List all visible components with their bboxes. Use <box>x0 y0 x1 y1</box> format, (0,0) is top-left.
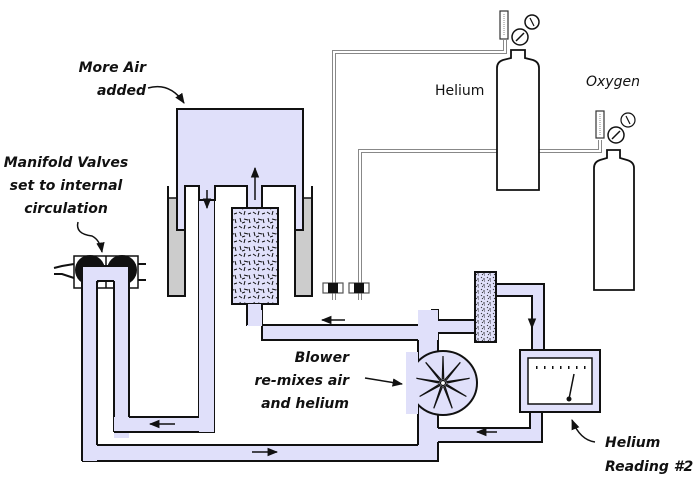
label-blower: Blower re-mixes air and helium <box>255 350 351 412</box>
label-oxygen-tank: Oxygen <box>586 74 640 90</box>
meter-tick <box>568 366 570 369</box>
label-manifold-line2: set to internal <box>10 178 123 194</box>
blower-vane <box>425 361 442 382</box>
callout-arrows <box>76 85 596 443</box>
blower-vane <box>416 377 440 384</box>
meter-tick <box>576 366 578 369</box>
label-more-air-line1: More Air <box>79 60 147 76</box>
spirometer-bell <box>167 108 313 297</box>
meter-tick <box>552 366 554 369</box>
gas-valves <box>322 282 370 294</box>
blower-vane <box>446 377 470 384</box>
helium-supply-line <box>332 40 507 300</box>
blower-vane <box>442 385 453 409</box>
blower-vane <box>445 383 467 398</box>
label-blower-line1: Blower <box>295 350 351 366</box>
blower <box>406 350 478 416</box>
co2-absorber <box>231 207 279 326</box>
label-blower-line2: re-mixes air <box>255 373 351 389</box>
drying-canister <box>474 271 497 343</box>
blower-vane <box>419 383 441 398</box>
helium-analyzer <box>519 349 601 413</box>
label-more-air: More Air added <box>79 60 147 99</box>
label-manifold-line1: Manifold Valves <box>4 155 129 171</box>
manifold-valves <box>53 255 146 296</box>
oxygen-cylinder <box>593 110 636 291</box>
label-helium-reading-line2: Reading #2 <box>605 459 693 475</box>
label-helium-tank: Helium <box>435 83 484 99</box>
blower-vane <box>444 361 461 382</box>
helium-cylinder <box>496 10 540 191</box>
label-helium-reading-line1: Helium <box>605 435 660 451</box>
blower-vane <box>441 355 445 380</box>
meter-tick <box>560 366 562 369</box>
circulation-pipes <box>81 200 545 462</box>
label-helium-reading: Helium Reading #2 <box>605 435 693 475</box>
meter-tick <box>544 366 546 369</box>
flow-arrows <box>148 305 537 457</box>
label-more-air-line2: added <box>97 83 147 99</box>
label-blower-line3: and helium <box>261 396 349 412</box>
meter-tick <box>584 366 586 369</box>
blower-vane <box>433 385 444 409</box>
label-manifold: Manifold Valves set to internal circulat… <box>4 155 129 217</box>
oxygen-supply-line <box>358 140 602 300</box>
label-manifold-line3: circulation <box>24 201 108 217</box>
meter-tick <box>536 366 538 369</box>
